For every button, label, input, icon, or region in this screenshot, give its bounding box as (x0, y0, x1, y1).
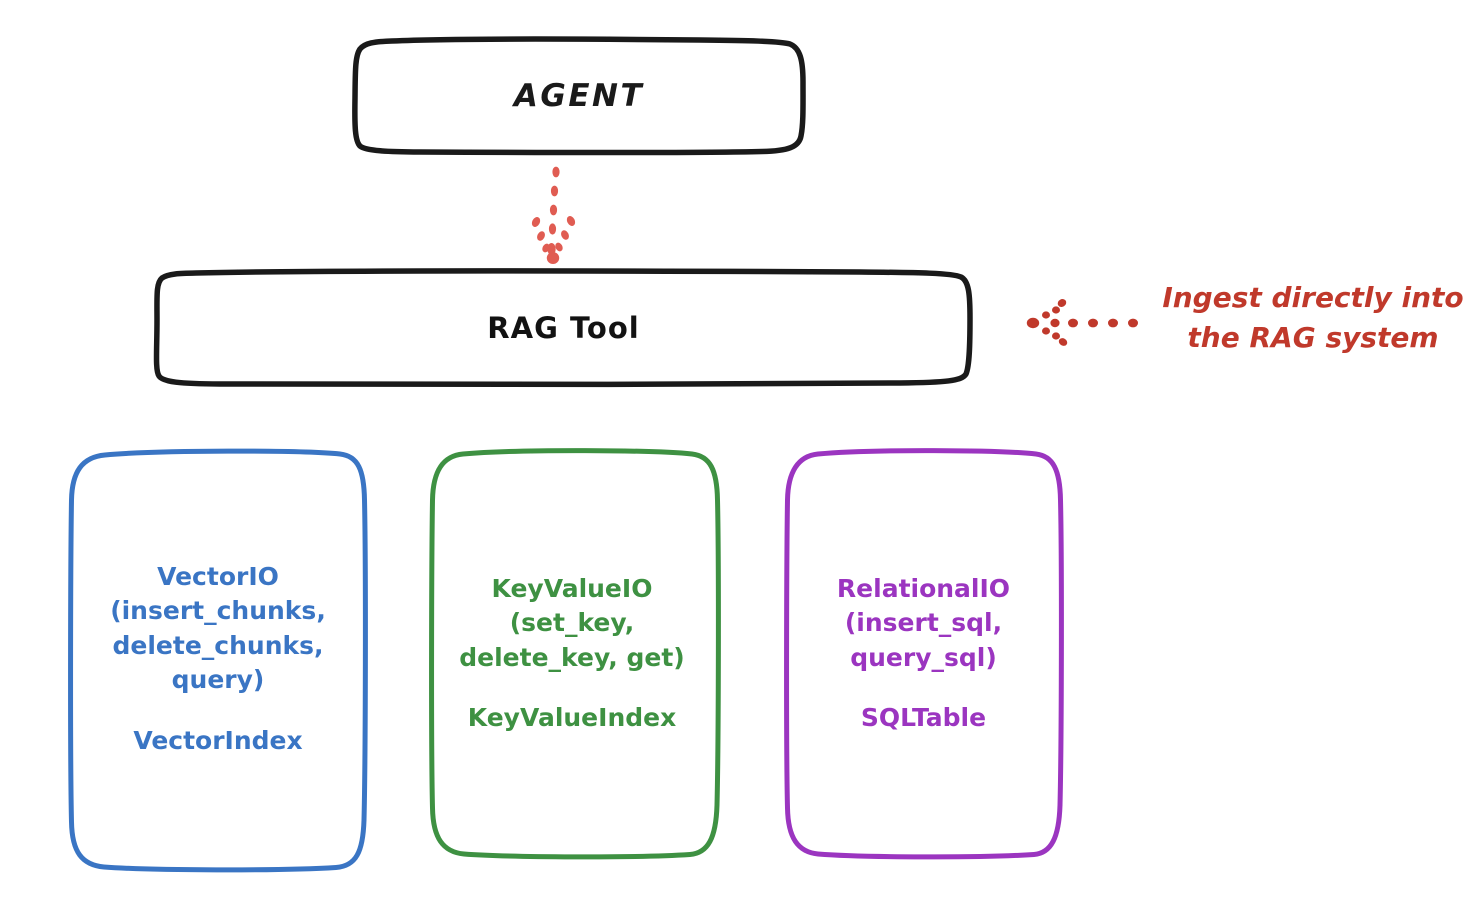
rag-tool-node[interactable] (153, 268, 973, 388)
vector-io-node[interactable] (68, 448, 368, 873)
key-value-io-node[interactable] (429, 448, 721, 860)
key-value-io-box-outline (429, 448, 721, 860)
agent-box-outline (352, 36, 806, 156)
ingest-annotation-arrow (1026, 299, 1138, 346)
relational-io-node[interactable] (784, 448, 1064, 860)
agent-node[interactable] (352, 36, 806, 156)
relational-io-box-outline (784, 448, 1064, 860)
agent-to-rag-arrow (531, 166, 576, 264)
vector-io-box-outline (68, 448, 368, 873)
rag-tool-box-outline (153, 268, 973, 388)
